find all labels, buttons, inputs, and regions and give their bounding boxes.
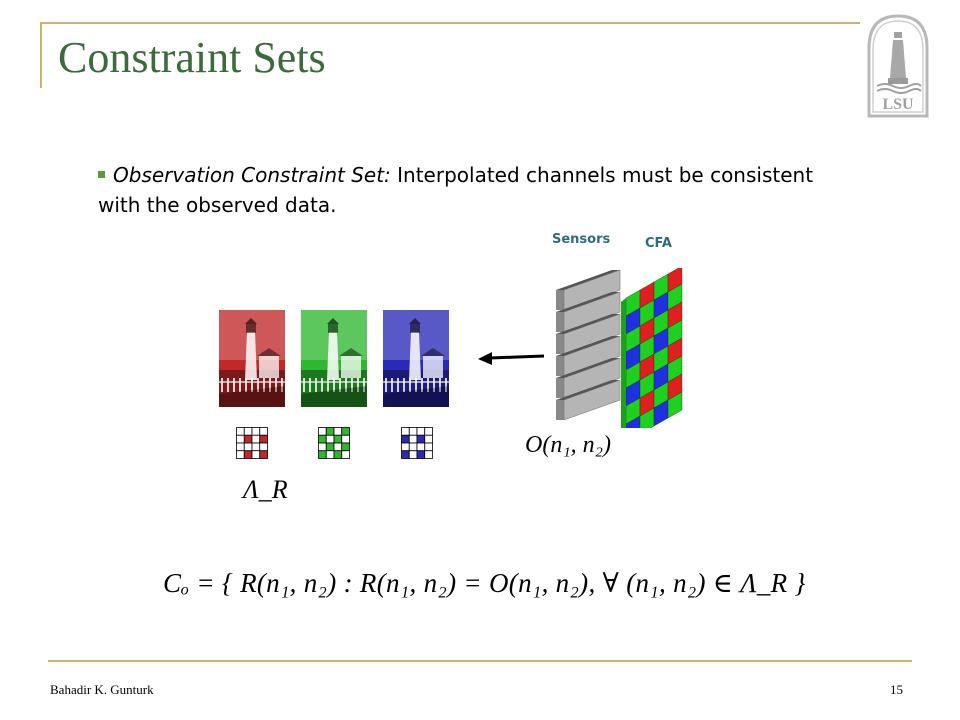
green-channel-image [301, 310, 367, 407]
observation-label: O(n₁, n₂) [525, 432, 612, 458]
blue-sampling-pattern [401, 427, 433, 459]
cfa-grid [621, 268, 683, 428]
sensors-label: Sensors [552, 232, 611, 247]
footer-divider [48, 660, 912, 662]
red-sampling-pattern [236, 427, 268, 459]
sensor-cfa-diagram [556, 268, 683, 428]
bullet-square-icon [98, 171, 105, 178]
lattice-label: Λ_R [243, 475, 288, 504]
title-frame-top [40, 22, 860, 24]
cfa-label: CFA [645, 236, 672, 251]
sensor-stack [556, 269, 621, 421]
bullet-body: Interpolated channels must be consistent… [98, 163, 814, 217]
green-sampling-pattern [318, 427, 350, 459]
slide-title: Constraint Sets [58, 33, 326, 82]
footer-author: Bahadir K. Gunturk [50, 682, 154, 697]
blue-channel-image [383, 310, 449, 407]
page-number: 15 [890, 682, 903, 697]
logo-text: LSU [882, 96, 914, 113]
lsu-lighthouse-logo-icon: LSU [867, 14, 929, 118]
bullet-label: Observation Constraint Set: [113, 163, 391, 187]
red-channel-image [219, 310, 285, 407]
left-arrow-icon [478, 352, 545, 365]
constraint-equation: Cₒ = { R(n₁, n₂) : R(n₁, n₂) = O(n₁, n₂)… [163, 568, 806, 598]
title-frame-left [40, 22, 42, 88]
bullet-item: Observation Constraint Set: Interpolated… [98, 160, 858, 220]
